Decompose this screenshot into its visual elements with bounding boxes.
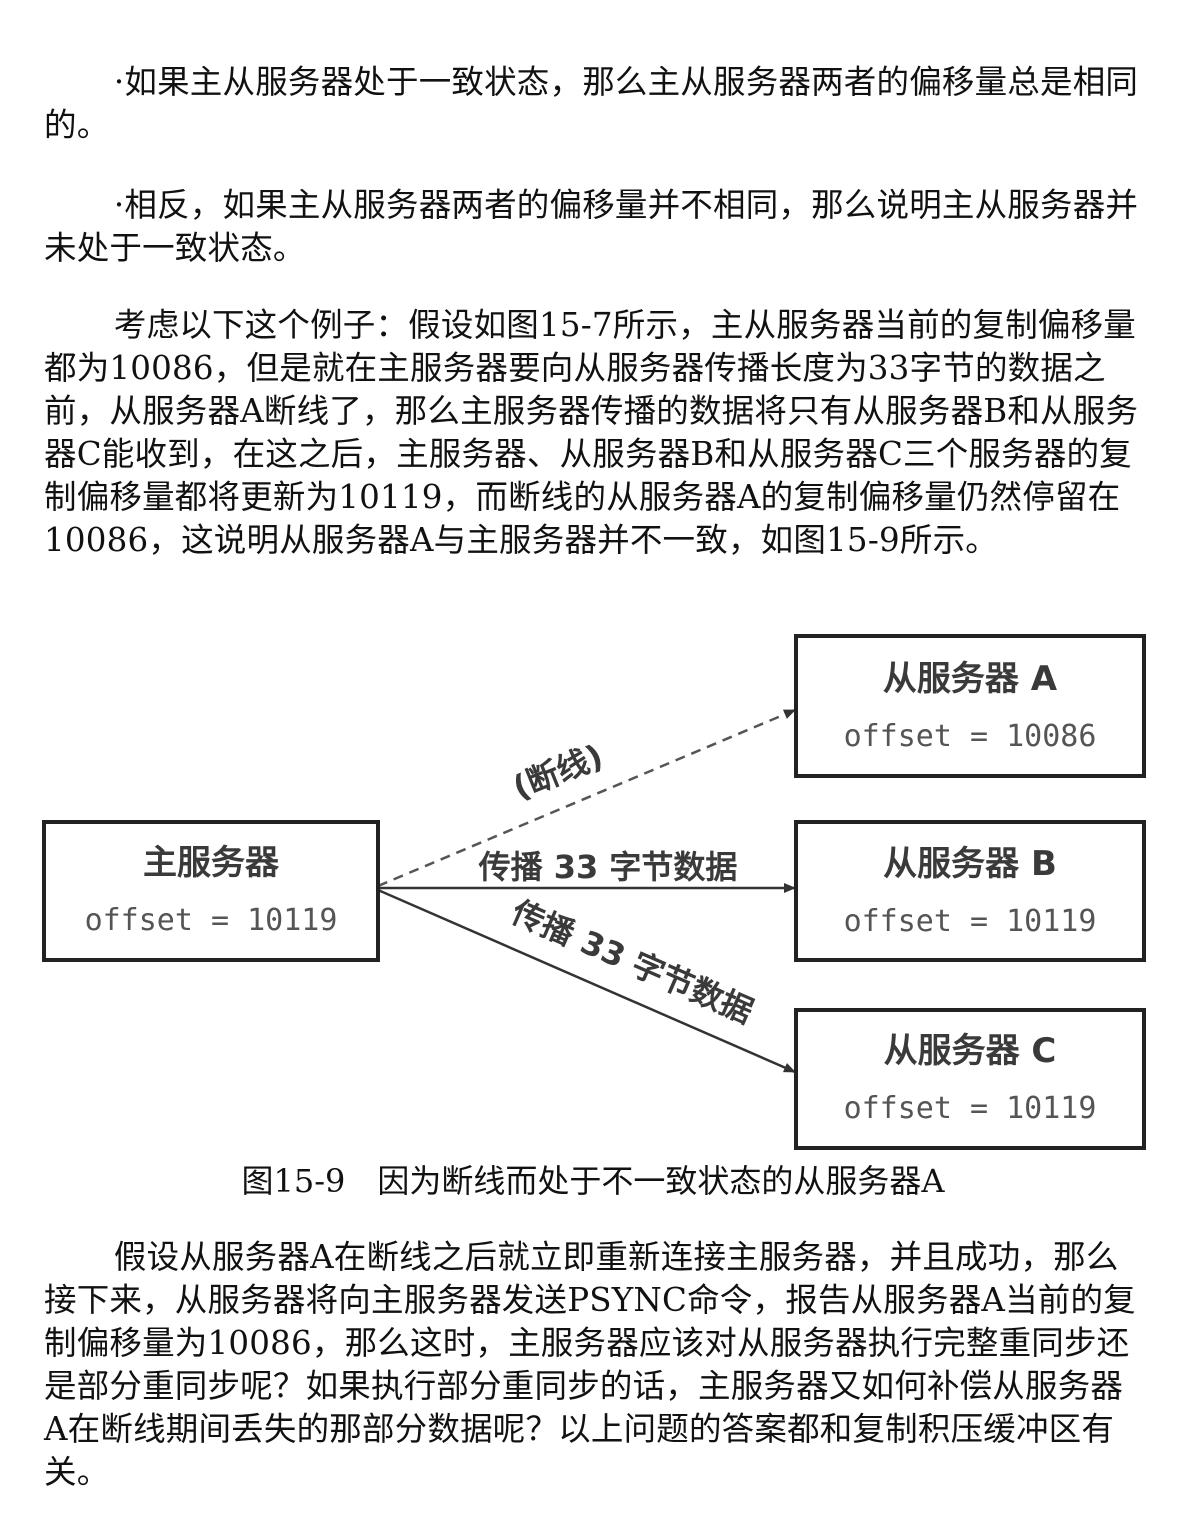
paragraph-inconsistent-offset: ·相反，如果主从服务器两者的偏移量并不相同，那么说明主从服务器并未处于一致状态。: [44, 186, 1139, 267]
slave-b-offset: offset = 10119: [844, 904, 1097, 939]
master-title: 主服务器: [143, 843, 280, 883]
master-offset: offset = 10119: [85, 903, 338, 938]
paragraph-psync-question: 假设从服务器A在断线之后就立即重新连接主服务器，并且成功，那么接下来，从服务器将…: [44, 1238, 1136, 1491]
node-slave-a: 从服务器 A offset = 10086: [794, 634, 1146, 778]
slave-a-offset: offset = 10086: [844, 719, 1097, 754]
paragraph-consistent-offset: ·如果主从服务器处于一致状态，那么主从服务器两者的偏移量总是相同的。: [44, 63, 1139, 144]
replication-offset-diagram: (断线) 传播 33 字节数据 传播 33 字节数据 主服务器 offset =…: [42, 634, 1146, 1150]
figure-caption: 图15-9 因为断线而处于不一致状态的从服务器A: [241, 1162, 945, 1200]
edge-label-propagate-b: 传播 33 字节数据: [478, 848, 738, 886]
slave-b-title: 从服务器 B: [883, 844, 1057, 884]
node-slave-b: 从服务器 B offset = 10119: [794, 820, 1146, 962]
edge-label-disconnected: (断线): [508, 737, 609, 807]
paragraph-example: 考虑以下这个例子：假设如图15-7所示，主从服务器当前的复制偏移量都为10086…: [44, 306, 1139, 559]
node-slave-c: 从服务器 C offset = 10119: [794, 1008, 1146, 1150]
node-master: 主服务器 offset = 10119: [42, 820, 380, 962]
slave-c-title: 从服务器 C: [884, 1031, 1057, 1071]
slave-c-offset: offset = 10119: [844, 1091, 1097, 1126]
edge-to-slave-c: 传播 33 字节数据: [377, 888, 796, 1074]
edge-to-slave-b: 传播 33 字节数据: [378, 848, 796, 893]
slave-a-title: 从服务器 A: [883, 659, 1058, 699]
